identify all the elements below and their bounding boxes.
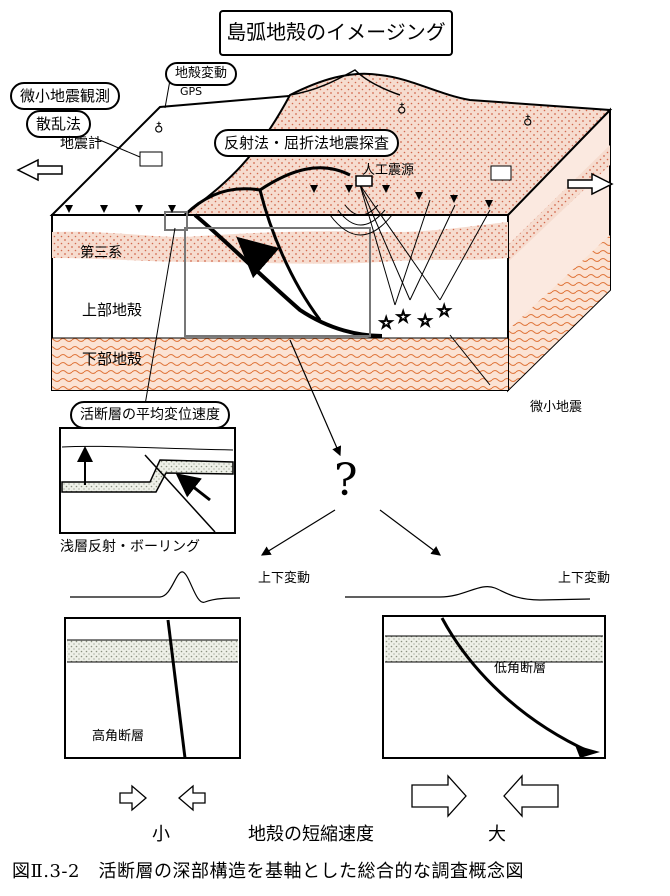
arrow-large-left xyxy=(411,774,467,818)
svg-text:♁: ♁ xyxy=(397,101,407,116)
arrow-large-right xyxy=(503,774,559,818)
label-large: 大 xyxy=(488,824,506,845)
source-truck xyxy=(355,175,373,187)
gps-markers: ♁ ♁ ♁ xyxy=(154,101,533,135)
label-lower-crust: 下部地殻 xyxy=(82,350,143,368)
label-upper-crust: 上部地殻 xyxy=(82,301,143,319)
svg-text:☆: ☆ xyxy=(379,313,393,332)
uplift-profile-right xyxy=(345,586,591,601)
label-shortening-rate: 地殻の短縮速度 xyxy=(248,824,374,845)
seismic-stations xyxy=(65,185,493,213)
svg-text:☆: ☆ xyxy=(418,311,432,330)
label-microseismic: 微小地震観測 xyxy=(10,82,121,110)
svg-text:♁: ♁ xyxy=(154,120,164,135)
label-high-angle: 高角断層 xyxy=(92,729,145,744)
uplift-profile-left xyxy=(70,571,241,603)
label-tertiary: 第三系 xyxy=(80,245,122,261)
question-mark: ? xyxy=(334,455,358,506)
label-artificial-source: 人工震源 xyxy=(362,163,415,178)
lower-crust-layer xyxy=(52,338,508,390)
label-small: 小 xyxy=(152,824,170,845)
compression-arrow-right xyxy=(567,172,614,196)
seismic-rays xyxy=(329,184,491,306)
shallow-imaging-box xyxy=(164,211,188,231)
svg-text:☆: ☆ xyxy=(396,307,410,326)
label-vertical-left: 上下変動 xyxy=(258,571,311,586)
label-shallow-survey: 浅層反射・ボーリング xyxy=(60,539,200,555)
svg-text:☆: ☆ xyxy=(437,301,451,320)
inset-stratum xyxy=(61,459,234,493)
right-face-lower-crust xyxy=(508,235,610,390)
compression-arrow-left xyxy=(16,158,63,182)
deep-imaging-box xyxy=(184,227,371,337)
svg-text:♁: ♁ xyxy=(523,113,533,128)
main-fault xyxy=(193,213,383,338)
figure-caption: 図Ⅱ.3-2 活断層の深部構造を基軸とした総合的な調査概念図 xyxy=(12,861,524,882)
label-gps: GPS xyxy=(180,85,203,98)
label-slip-rate: 活断層の平均変位速度 xyxy=(70,401,230,429)
arrow-small-left xyxy=(119,784,147,812)
label-crustal-deformation: 地殻変動 xyxy=(165,62,238,86)
arrow-small-right xyxy=(178,784,206,812)
label-low-angle: 低角断層 xyxy=(494,661,547,676)
diagram-title: 島弧地殻のイメージング xyxy=(219,10,453,56)
micro-earthquake-stars: ☆☆☆☆ xyxy=(378,300,452,333)
label-dispersion: 散乱法 xyxy=(26,110,92,138)
seismometer-box xyxy=(139,151,163,167)
tertiary-layer xyxy=(52,222,508,264)
label-vertical-right: 上下変動 xyxy=(558,571,611,586)
mountain-ridge xyxy=(289,69,401,96)
right-face-tertiary xyxy=(508,145,610,262)
low-angle-fault xyxy=(440,617,591,754)
label-micro-earthquake: 微小地震 xyxy=(530,400,583,415)
shallow-inset-frame xyxy=(59,427,236,534)
label-reflection-refraction: 反射法・屈折法地震探査 xyxy=(214,129,400,157)
high-angle-fault xyxy=(166,619,187,759)
secondary-fault xyxy=(258,189,322,321)
label-seismometer: 地震計 xyxy=(60,136,102,152)
